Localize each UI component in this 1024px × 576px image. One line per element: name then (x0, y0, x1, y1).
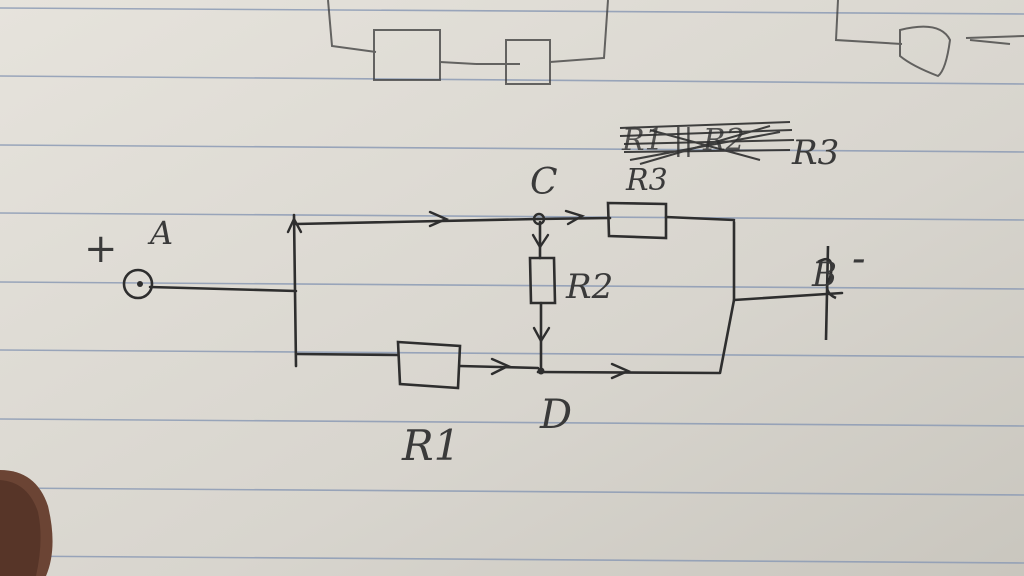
polarity-a: + (84, 226, 118, 272)
circuit-labels: + A C D B - R1 R2 R3 (84, 162, 866, 470)
polarity-b: - (852, 236, 866, 282)
label-r3: R3 (625, 163, 668, 198)
wire-bottom-branch (294, 352, 400, 357)
arrow-c-down (531, 233, 550, 250)
thumb-in-corner (0, 470, 53, 576)
wire-c-to-r3 (536, 216, 612, 221)
wire-d-to-right (536, 220, 736, 375)
struck-note: R1 || R2 R3 (619, 121, 839, 173)
label-node-c: C (530, 162, 558, 203)
ruled-lines (0, 7, 1024, 564)
resistor-r1 (396, 340, 462, 390)
label-node-d: D (539, 392, 572, 438)
top-sketch-remnant (327, 0, 1024, 85)
node-d-dot (537, 367, 545, 375)
resistor-r2 (528, 256, 557, 305)
wire-r1-to-d (458, 364, 540, 370)
wire-b-lead (732, 291, 844, 302)
wire-r3-to-right (664, 215, 736, 222)
wire-a-lead (148, 285, 298, 293)
wire-left-bus (292, 213, 298, 368)
circuit-wires (148, 213, 844, 375)
terminal-a (122, 268, 154, 300)
arrow-c-to-r3 (564, 209, 585, 226)
resistor-r3 (606, 201, 668, 240)
arrow-r2-down (532, 326, 551, 344)
label-node-a: A (147, 214, 173, 252)
struck-text-result: R3 (791, 133, 839, 173)
arrow-r1-out (490, 357, 511, 376)
node-a-dot (137, 281, 143, 287)
label-r2: R2 (565, 267, 613, 307)
node-c-dot (532, 212, 546, 226)
terminal-b (817, 245, 837, 341)
arrow-left-bus-up (286, 216, 303, 234)
label-node-b: B (811, 255, 837, 295)
arrow-d-right (610, 362, 631, 380)
current-arrows (286, 209, 631, 380)
arrow-top-branch (428, 210, 449, 228)
wire-top-branch (294, 217, 540, 226)
label-r1: R1 (401, 421, 460, 470)
